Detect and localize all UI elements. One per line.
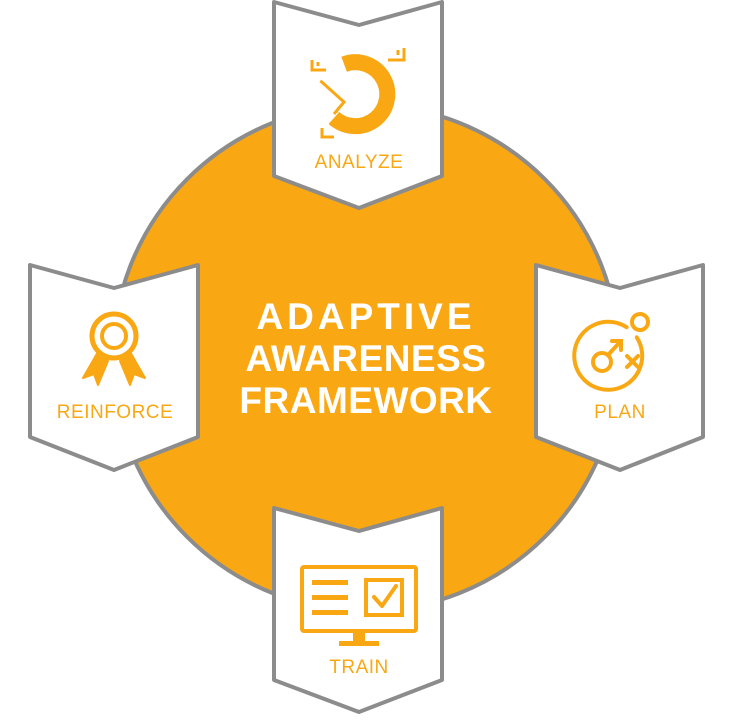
title-line-3: FRAMEWORK (239, 380, 493, 421)
step-label-train: TRAIN (329, 657, 389, 678)
title-line-2: AWARENESS (245, 338, 487, 379)
step-label-analyze: ANALYZE (314, 152, 404, 173)
plan-shield (534, 263, 705, 472)
target-ring-icon (310, 48, 406, 139)
title-line-1: ADAPTIVE (256, 296, 476, 337)
framework-title: ADAPTIVE AWARENESS FRAMEWORK (166, 296, 566, 422)
monitor-checklist-icon (300, 565, 418, 646)
strategy-play-icon (572, 312, 650, 392)
step-label-reinforce: REINFORCE (56, 402, 174, 423)
step-label-plan: PLAN (594, 402, 646, 423)
reinforce-shield (28, 263, 200, 472)
award-ribbon-icon (82, 311, 146, 386)
analyze-shield (272, 0, 444, 210)
